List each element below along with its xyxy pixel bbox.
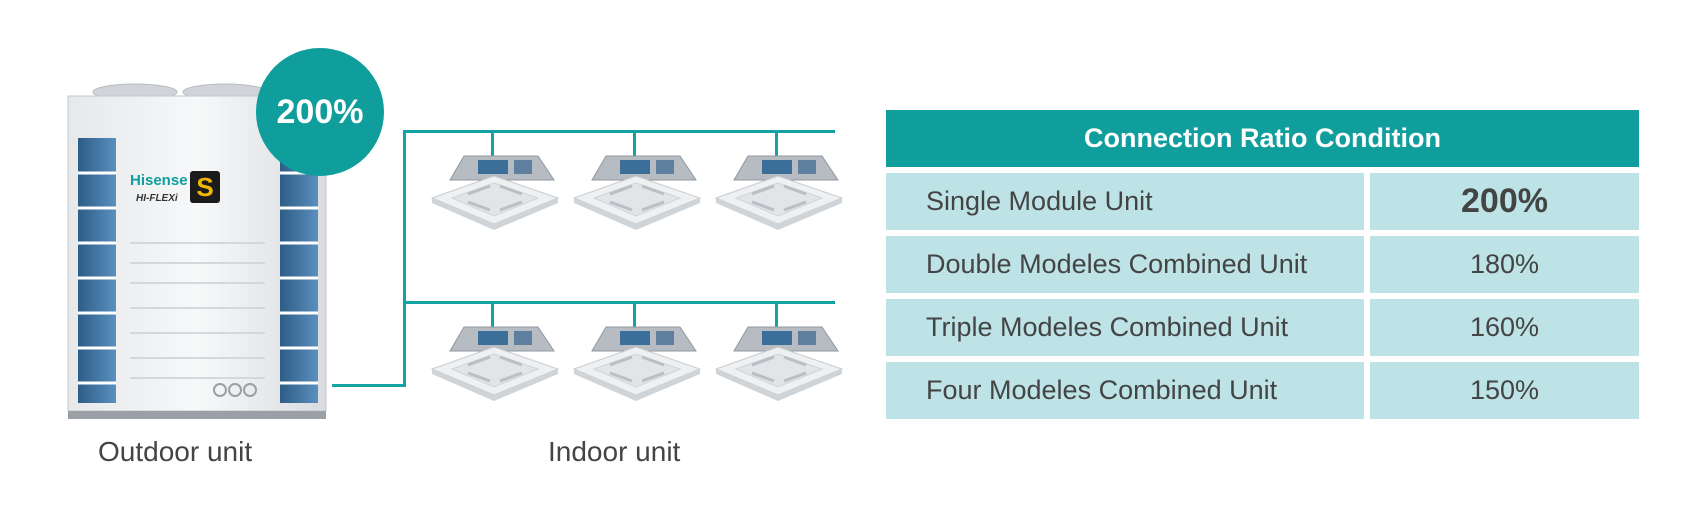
pipe-drop	[491, 301, 494, 327]
pipe-drop	[775, 130, 778, 156]
cassette-indoor-unit-icon	[714, 325, 844, 403]
table-row: Single Module Unit 200%	[886, 173, 1639, 230]
connection-ratio-table: Connection Ratio Condition Single Module…	[886, 110, 1639, 419]
row-value: 150%	[1370, 362, 1639, 419]
row-value: 160%	[1370, 299, 1639, 356]
cassette-indoor-unit-icon	[714, 154, 844, 232]
row-value: 200%	[1370, 173, 1639, 230]
row-label: Single Module Unit	[886, 173, 1364, 230]
table-row: Triple Modeles Combined Unit 160%	[886, 299, 1639, 356]
table-row: Double Modeles Combined Unit 180%	[886, 236, 1639, 293]
outdoor-unit-icon: S Hisense HI-FLEXi	[67, 83, 327, 419]
pipe-drop	[633, 130, 636, 156]
table-title: Connection Ratio Condition	[886, 110, 1639, 167]
brand-logo: Hisense	[130, 172, 188, 189]
table-row: Four Modeles Combined Unit 150%	[886, 362, 1639, 419]
outdoor-unit-caption: Outdoor unit	[98, 436, 253, 467]
row-label: Triple Modeles Combined Unit	[886, 299, 1364, 356]
model-logo: HI-FLEXi	[136, 193, 178, 204]
pipe-drop	[775, 301, 778, 327]
pipe-upper-branch	[403, 130, 835, 133]
pipe-riser	[403, 130, 406, 387]
cassette-indoor-unit-icon	[430, 325, 560, 403]
ratio-badge: 200%	[256, 48, 384, 176]
cassette-indoor-unit-icon	[572, 154, 702, 232]
pipe-lower-branch	[403, 301, 835, 304]
pipe-drop	[491, 130, 494, 156]
pipe-outdoor-out	[332, 384, 404, 387]
row-label: Four Modeles Combined Unit	[886, 362, 1364, 419]
cassette-indoor-unit-icon	[430, 154, 560, 232]
cassette-indoor-unit-icon	[572, 325, 702, 403]
pipe-drop	[633, 301, 636, 327]
outdoor-unit: S Hisense HI-FLEXi	[60, 78, 340, 423]
row-value: 180%	[1370, 236, 1639, 293]
series-badge-letter: S	[196, 172, 213, 202]
indoor-unit-caption: Indoor unit	[548, 436, 681, 467]
row-label: Double Modeles Combined Unit	[886, 236, 1364, 293]
